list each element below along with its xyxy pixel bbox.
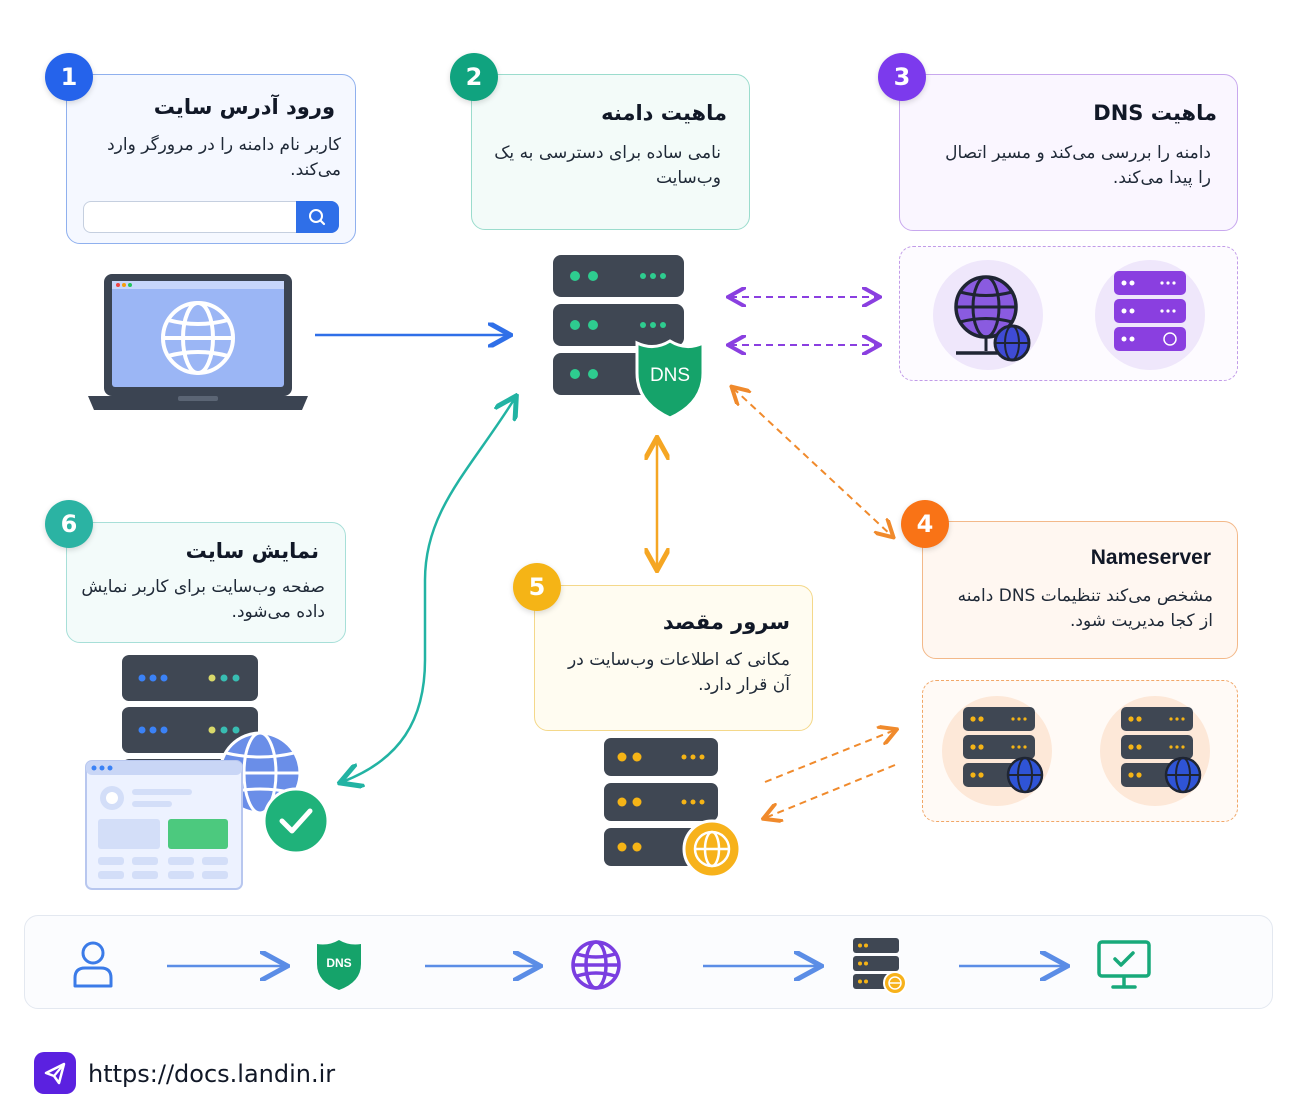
step-2-title: ماهیت دامنه bbox=[601, 101, 727, 125]
nameserver-group bbox=[922, 680, 1238, 822]
step-1-badge: 1 bbox=[45, 53, 93, 101]
step-5-title: سرور مقصد bbox=[662, 610, 790, 634]
flow-arrow-3 bbox=[703, 956, 831, 976]
flow-arrow-1 bbox=[167, 956, 295, 976]
nameserver-2-icon bbox=[1100, 696, 1210, 806]
step-1-card: ورود آدرس سایت کاربر نام دامنه را در مرو… bbox=[66, 74, 356, 244]
step-6-badge: 6 bbox=[45, 500, 93, 548]
step-4-badge: 4 bbox=[901, 500, 949, 548]
flow-dns-label: DNS bbox=[326, 956, 352, 970]
step-3-card: ماهیت DNS دامنه را بررسی می‌کند و مسیر ا… bbox=[899, 74, 1238, 231]
step-4-title: Nameserver bbox=[1090, 546, 1211, 569]
globe-network-icon bbox=[933, 260, 1043, 370]
laptop-icon bbox=[88, 274, 308, 410]
globe-icon bbox=[571, 940, 621, 990]
dns-server-icon bbox=[553, 255, 705, 420]
step-2-desc: نامی ساده برای دسترسی به یک وب‌سایت bbox=[494, 143, 721, 188]
dns-shield-label: DNS bbox=[649, 365, 691, 386]
dns-shield-icon: DNS bbox=[315, 938, 363, 992]
arrow-dns-to-resolver bbox=[730, 297, 878, 345]
step-5-card: سرور مقصد مکانی که اطلاعات وب‌سایت در آن… bbox=[534, 585, 813, 731]
step-3-desc: دامنه را بررسی می‌کند و مسیر اتصال را پی… bbox=[945, 143, 1211, 188]
user-icon bbox=[73, 941, 113, 988]
step-3-title: ماهیت DNS bbox=[1093, 101, 1217, 125]
monitor-check-icon bbox=[1097, 940, 1151, 989]
search-icon bbox=[309, 209, 326, 226]
server-icon bbox=[853, 938, 907, 995]
step-6-card: نمایش سایت صفحه وب‌سایت برای کاربر نمایش… bbox=[66, 522, 346, 643]
step-5-desc: مکانی که اطلاعات وب‌سایت در آن قرار دارد… bbox=[568, 650, 790, 695]
step-4-card: Nameserver مشخص می‌کند تنظیمات DNS دامنه… bbox=[922, 521, 1238, 659]
step-4-desc: مشخص می‌کند تنظیمات DNS دامنه از کجا مدی… bbox=[957, 586, 1213, 631]
arrow-nameserver-to-origin bbox=[765, 730, 895, 818]
dns-server: DNS bbox=[553, 255, 713, 420]
website-display-icon bbox=[85, 655, 330, 890]
flow-arrow-4 bbox=[959, 956, 1077, 976]
step-6-title: نمایش سایت bbox=[185, 539, 319, 563]
step-1-desc: کاربر نام دامنه را در مرورگر وارد می‌کند… bbox=[107, 135, 341, 180]
arrow-dns-to-website bbox=[342, 398, 515, 782]
origin-server-icon bbox=[604, 738, 742, 879]
step-5-badge: 5 bbox=[513, 563, 561, 611]
step-1-title: ورود آدرس سایت bbox=[153, 95, 335, 119]
step-2-badge: 2 bbox=[450, 53, 498, 101]
nameserver-1-icon bbox=[942, 696, 1052, 806]
dns-resolver-group bbox=[899, 246, 1238, 381]
footer-logo bbox=[34, 1052, 76, 1094]
purple-server-icon bbox=[1095, 260, 1205, 370]
step-2-card: ماهیت دامنه نامی ساده برای دسترسی به یک … bbox=[471, 74, 750, 230]
arrow-dns-to-nameserver bbox=[733, 388, 892, 536]
step-3-badge: 3 bbox=[878, 53, 926, 101]
step-6-desc: صفحه وب‌سایت برای کاربر نمایش داده می‌شو… bbox=[81, 577, 325, 622]
send-icon bbox=[44, 1062, 66, 1085]
search-button[interactable] bbox=[296, 201, 339, 233]
footer-url[interactable]: https://docs.landin.ir bbox=[88, 1060, 336, 1088]
flow-summary-bar: DNS bbox=[24, 915, 1273, 1009]
flow-arrow-2 bbox=[425, 956, 553, 976]
